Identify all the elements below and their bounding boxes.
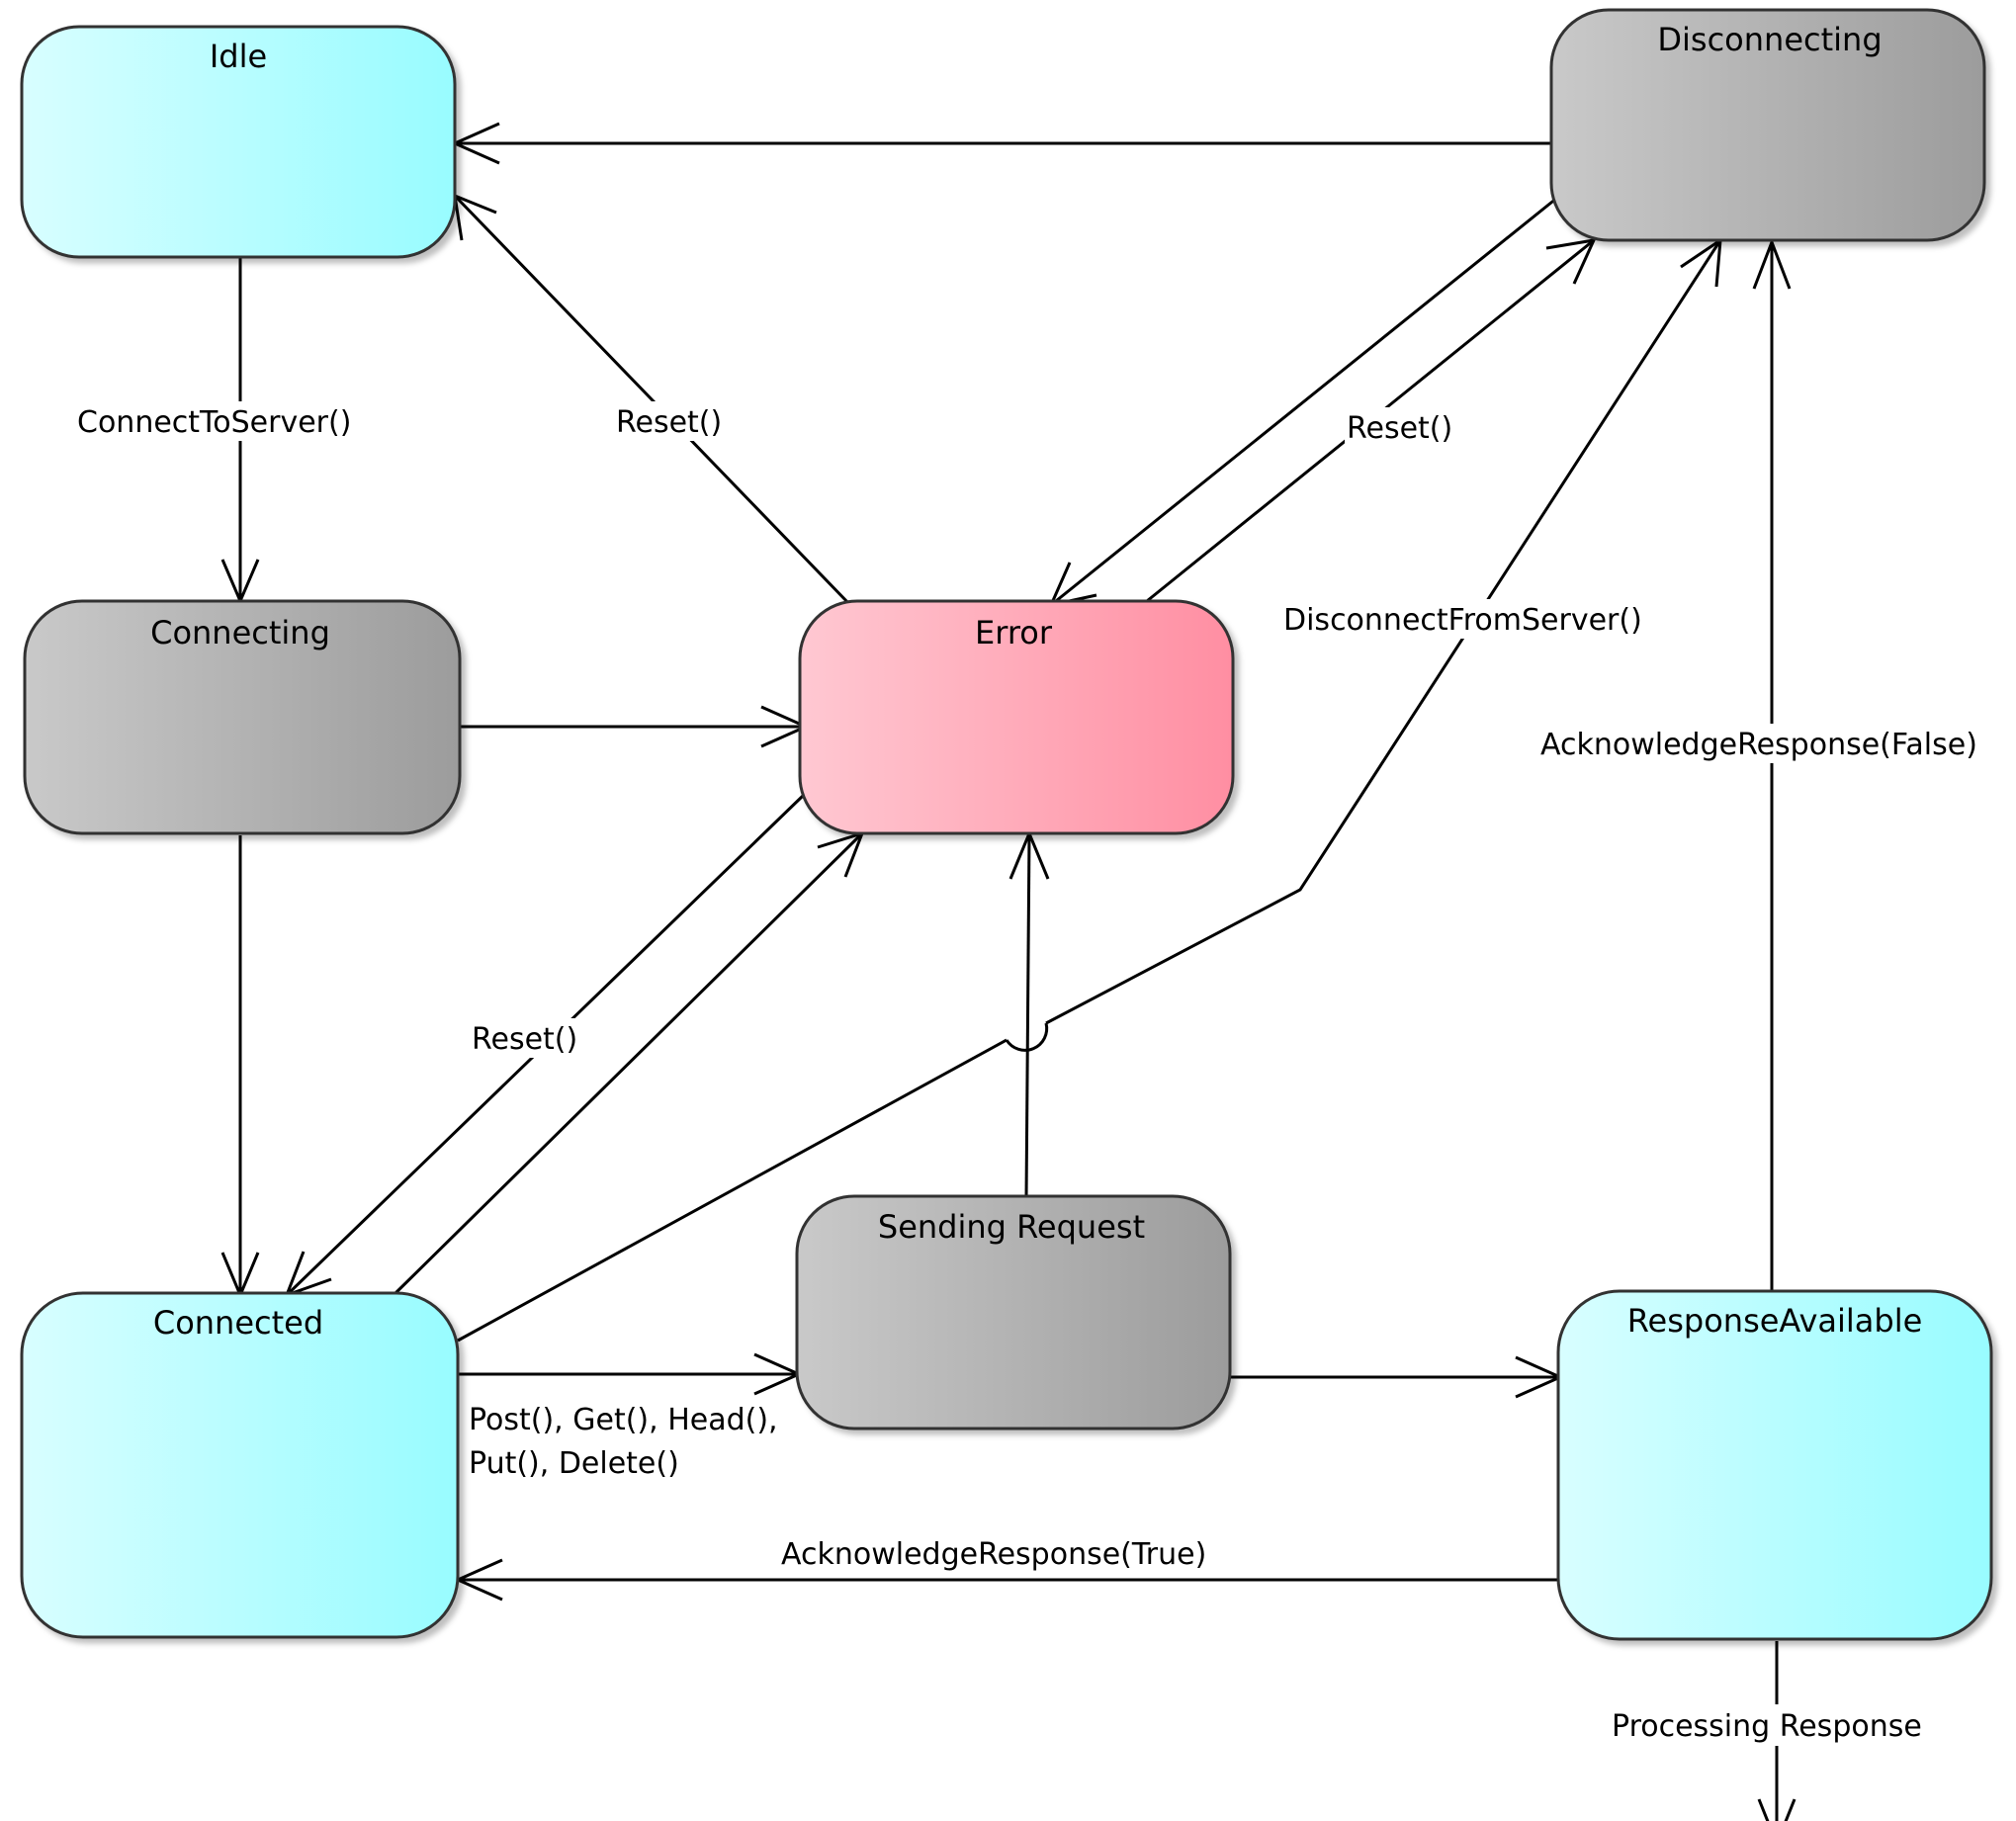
edge-disconnecting-to-error[interactable]	[1050, 196, 1558, 607]
edge-sendingrequest-to-error[interactable]	[1024, 832, 1031, 1199]
state-connecting[interactable]: Connecting	[23, 599, 462, 835]
state-sending-request[interactable]: Sending Request	[795, 1194, 1232, 1431]
state-disconnecting-box	[1549, 8, 1986, 242]
state-connecting-box	[23, 599, 462, 835]
label-acknowledge-false: AcknowledgeResponse(False)	[1540, 728, 1977, 762]
label-request-methods-line1: Post(), Get(), Head(),	[469, 1403, 778, 1437]
state-error[interactable]: Error	[798, 599, 1235, 835]
label-reset-error-idle: Reset()	[616, 405, 722, 440]
label-reset-error-disconnecting: Reset()	[1347, 411, 1452, 446]
state-response-available[interactable]: ResponseAvailable	[1556, 1289, 1993, 1641]
label-disconnect-from-server: DisconnectFromServer()	[1283, 603, 1642, 638]
edge-error-to-idle[interactable]	[453, 194, 852, 607]
edge-crossing-hop	[1005, 1022, 1049, 1052]
label-connect-to-server: ConnectToServer()	[77, 405, 351, 440]
state-error-title: Error	[975, 614, 1053, 651]
arrowhead	[1752, 237, 1792, 290]
state-disconnecting[interactable]: Disconnecting	[1549, 8, 1986, 242]
state-connected[interactable]: Connected	[20, 1291, 460, 1639]
state-idle-box	[20, 25, 457, 259]
state-error-box	[798, 599, 1235, 835]
transition-labels: ConnectToServer() Reset() Reset() Discon…	[75, 401, 2003, 1746]
arrowhead	[1757, 1798, 1797, 1821]
state-response-available-title: ResponseAvailable	[1627, 1302, 1923, 1340]
state-idle[interactable]: Idle	[20, 25, 457, 259]
state-sending-request-title: Sending Request	[878, 1208, 1145, 1246]
label-request-methods-line2: Put(), Delete()	[469, 1446, 679, 1481]
state-connected-title: Connected	[153, 1304, 323, 1342]
label-acknowledge-true: AcknowledgeResponse(True)	[781, 1537, 1206, 1572]
edge-connected-to-error[interactable]	[392, 831, 864, 1297]
state-connecting-title: Connecting	[150, 614, 330, 651]
state-connected-box	[20, 1291, 460, 1639]
state-idle-title: Idle	[210, 38, 267, 75]
label-reset-error-connected: Reset()	[472, 1022, 577, 1057]
label-processing-response: Processing Response	[1612, 1709, 1922, 1744]
state-response-available-box	[1556, 1289, 1993, 1641]
arrowhead	[1545, 238, 1597, 285]
edge-connected-to-disconnecting-rest	[1045, 239, 1722, 1025]
state-disconnecting-title: Disconnecting	[1657, 21, 1882, 58]
state-sending-request-box	[795, 1194, 1232, 1431]
transitions	[220, 122, 1797, 1821]
edge-connected-to-disconnecting[interactable]	[457, 1038, 1008, 1343]
